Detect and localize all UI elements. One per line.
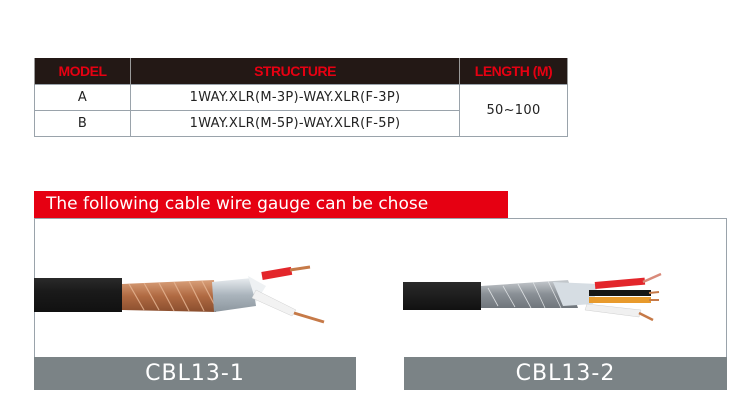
spec-table: MODEL STRUCTURE LENGTH (M) A 1WAY.XLR(M-… xyxy=(34,58,568,137)
table-row: B 1WAY.XLR(M-5P)-WAY.XLR(F-5P) xyxy=(34,109,568,137)
cell-structure: 1WAY.XLR(M-3P)-WAY.XLR(F-3P) xyxy=(130,83,460,111)
cable-label-cbl13-2: CBL13-2 xyxy=(404,357,727,390)
cell-model: A xyxy=(34,83,131,111)
table-row: A 1WAY.XLR(M-3P)-WAY.XLR(F-3P) 50~100 xyxy=(34,83,568,137)
header-structure: STRUCTURE xyxy=(130,58,460,84)
cable-image-cbl13-1 xyxy=(34,265,325,324)
cable-image-cbl13-2 xyxy=(403,272,662,322)
header-model: MODEL xyxy=(34,58,131,84)
cell-length: 50~100 xyxy=(459,83,568,137)
cell-model: B xyxy=(34,109,131,137)
section-banner: The following cable wire gauge can be ch… xyxy=(34,191,508,218)
table-header-row: MODEL STRUCTURE LENGTH (M) xyxy=(34,58,568,84)
cell-structure: 1WAY.XLR(M-5P)-WAY.XLR(F-5P) xyxy=(130,109,460,137)
cable-label-cbl13-1: CBL13-1 xyxy=(34,357,356,390)
header-length: LENGTH (M) xyxy=(459,58,568,84)
